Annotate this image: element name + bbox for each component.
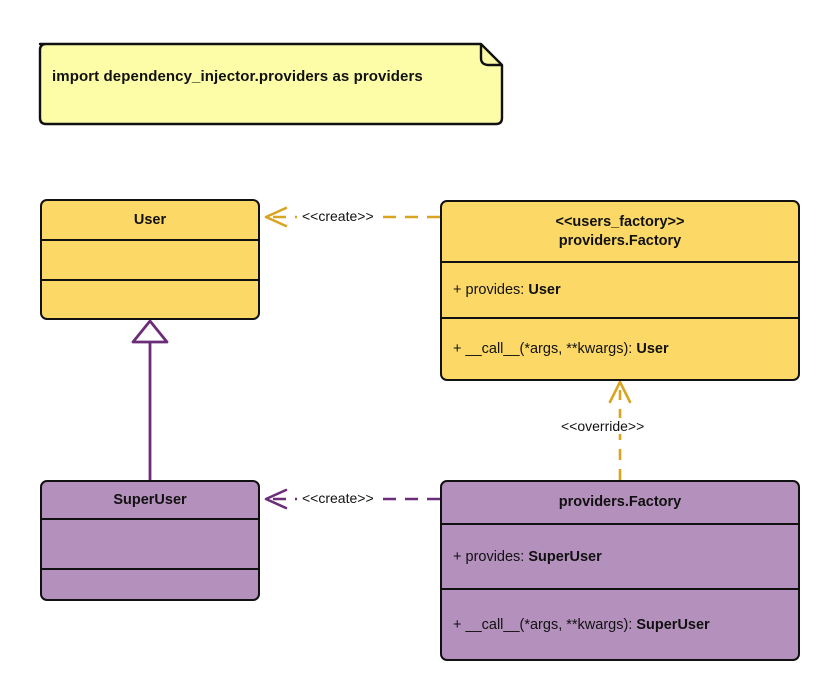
visibility-marker: + bbox=[453, 548, 462, 565]
visibility-marker: + bbox=[453, 340, 462, 357]
attribute-type: User bbox=[528, 282, 561, 298]
class-name-super-user: SuperUser bbox=[113, 491, 187, 508]
class-attributes-user bbox=[42, 241, 258, 281]
class-name-user: User bbox=[133, 211, 167, 228]
attribute-label: provides: bbox=[465, 282, 529, 298]
note-shape bbox=[38, 42, 504, 126]
note-text: import dependency_injector.providers as … bbox=[52, 68, 423, 85]
class-attributes-super-user bbox=[42, 520, 258, 570]
class-methods-super-user bbox=[42, 570, 258, 599]
method-row: + __call__(*args, **kwargs): User bbox=[453, 341, 669, 357]
relation-label-create-user: <<create>> bbox=[297, 208, 379, 224]
visibility-marker: + bbox=[453, 282, 462, 298]
method-label: __call__(*args, **kwargs): bbox=[465, 340, 637, 357]
method-row: + __call__(*args, **kwargs): SuperUser bbox=[453, 617, 710, 633]
attribute-row: + provides: SuperUser bbox=[453, 549, 602, 565]
method-type: User bbox=[636, 340, 669, 357]
class-title-users-factory: <<users_factory>> providers.Factory bbox=[442, 202, 798, 263]
method-type: SuperUser bbox=[636, 617, 710, 633]
class-box-super-user-factory[interactable]: providers.Factory + provides: SuperUser … bbox=[440, 480, 800, 661]
class-title-super-user-factory: providers.Factory bbox=[442, 482, 798, 525]
attribute-label: provides: bbox=[465, 548, 529, 565]
class-box-users-factory[interactable]: <<users_factory>> providers.Factory + pr… bbox=[440, 200, 800, 381]
class-name-users-factory: providers.Factory bbox=[558, 232, 682, 249]
attribute-row: + provides: User bbox=[453, 282, 561, 298]
class-attributes-super-user-factory: + provides: SuperUser bbox=[442, 525, 798, 590]
class-attributes-users-factory: + provides: User bbox=[442, 263, 798, 319]
class-title-user: User bbox=[42, 201, 258, 241]
relation-label-override: <<override>> bbox=[556, 418, 650, 434]
class-title-super-user: SuperUser bbox=[42, 482, 258, 520]
class-methods-users-factory: + __call__(*args, **kwargs): User bbox=[442, 319, 798, 378]
class-box-super-user[interactable]: SuperUser bbox=[40, 480, 260, 601]
relation-label-create-super-user: <<create>> bbox=[297, 490, 379, 506]
class-methods-super-user-factory: + __call__(*args, **kwargs): SuperUser bbox=[442, 590, 798, 659]
relation-override bbox=[608, 380, 632, 480]
relation-inheritance bbox=[131, 319, 169, 480]
class-box-user[interactable]: User bbox=[40, 199, 260, 320]
method-label: __call__(*args, **kwargs): bbox=[465, 617, 637, 633]
attribute-type: SuperUser bbox=[528, 548, 602, 565]
class-name-super-user-factory: providers.Factory bbox=[558, 494, 682, 511]
visibility-marker: + bbox=[453, 617, 462, 633]
class-stereotype-users-factory: <<users_factory>> bbox=[555, 213, 685, 230]
class-methods-user bbox=[42, 281, 258, 318]
